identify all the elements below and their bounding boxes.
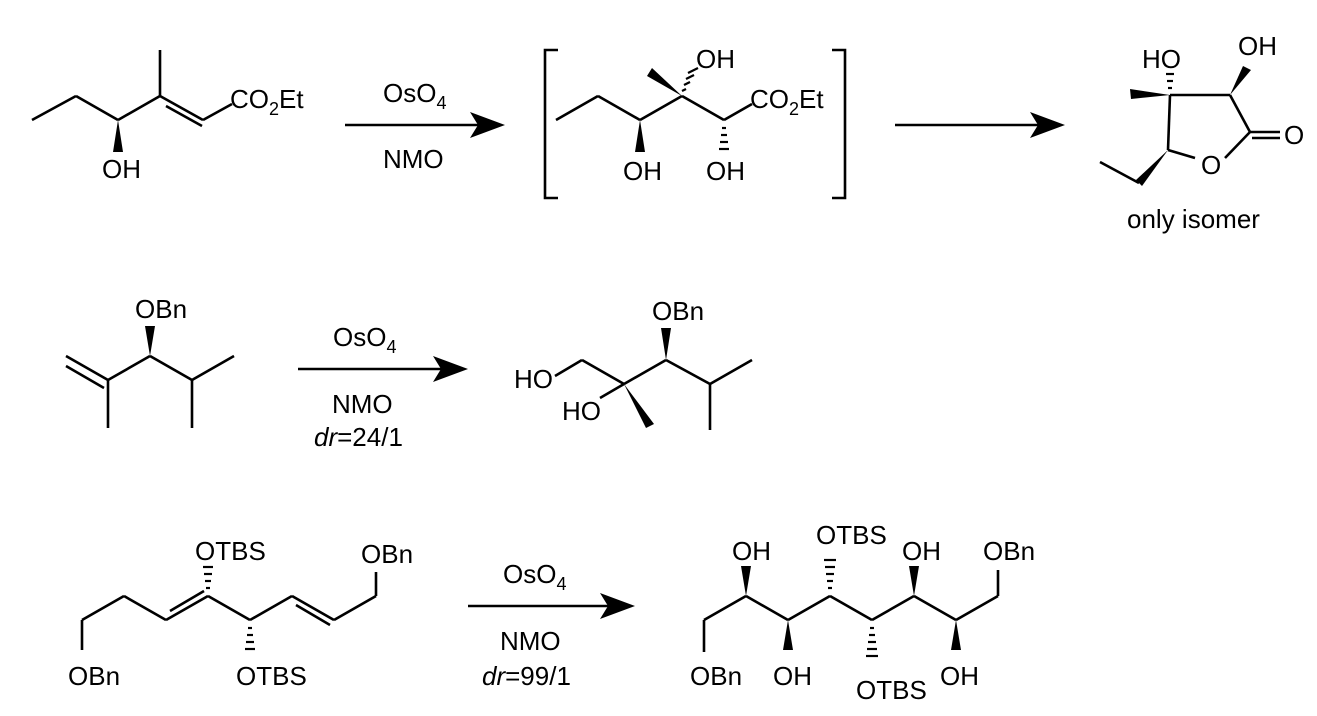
row3-arrow-reagent-bottom: NMO — [500, 626, 561, 656]
row1-arrow1-reagent-top: OsO4 — [383, 78, 446, 113]
row2-reactant-obn-label: OBn — [135, 294, 187, 324]
row1-intermediate-oh-left-label: OH — [623, 156, 662, 186]
row2-product-ho-top-label: HO — [514, 364, 553, 394]
row3-reactant-obn-left-label: OBn — [68, 661, 120, 691]
row2-product-molecule: OBn HO HO — [514, 296, 753, 430]
row3-product-otbs-bottom-label: OTBS — [856, 675, 927, 705]
row3-product-otbs-top-label: OTBS — [816, 520, 887, 550]
row1-intermediate-hash-oh — [681, 67, 699, 92]
row1-reactant-molecule: CO2Et OH — [31, 50, 304, 184]
row3-product-hash-bottom — [866, 626, 878, 658]
row2-product-obn-label: OBn — [652, 296, 704, 326]
row2-reactant-molecule: OBn — [65, 294, 235, 428]
row3-product-molecule: OH OTBS OH OBn OBn OH OTBS OH — [690, 520, 1035, 705]
row1-reactant-hydroxyl-label: OH — [102, 154, 141, 184]
row2-arrow: OsO4 NMO dr=24/1 — [298, 322, 468, 452]
row1-intermediate-molecule: OH CO2Et OH OH — [543, 44, 847, 200]
row1-intermediate-ester-label: CO2Et — [750, 84, 824, 119]
row3-product-oh1-label: OH — [732, 536, 771, 566]
row3-reactant-hash-top — [203, 565, 213, 590]
row1-product-ho-label: HO — [1142, 44, 1181, 74]
row3-product-oh4-label: OH — [940, 661, 979, 691]
row1-reactant-ester-label: CO2Et — [230, 84, 304, 119]
row3-product-oh3-label: OH — [773, 661, 812, 691]
row3-reactant-molecule: OTBS OBn OBn OTBS — [68, 536, 413, 691]
row1-product-caption: only isomer — [1127, 204, 1260, 234]
row3-arrow-reagent-top: OsO4 — [503, 559, 566, 594]
row2-arrow-reagent-bottom: NMO — [332, 389, 393, 419]
row3-reactant-hash-bottom — [245, 626, 255, 651]
row1-product-oh-label: OH — [1238, 31, 1277, 61]
row3-reactant-otbs-top-label: OTBS — [195, 536, 266, 566]
row3-product-hash-top — [824, 558, 836, 590]
row3-arrow: OsO4 NMO dr=99/1 — [468, 559, 635, 691]
row2-arrow-dr: dr=24/1 — [314, 422, 403, 452]
row3-product-obn-right-label: OBn — [983, 536, 1035, 566]
row3-reactant-obn-right-label: OBn — [361, 539, 413, 569]
row3-arrow-dr: dr=99/1 — [482, 661, 571, 691]
row1-arrow1: OsO4 NMO — [345, 78, 505, 174]
row3-product-obn-left-label: OBn — [690, 661, 742, 691]
row2-product-ho-bottom-label: HO — [562, 396, 601, 426]
row1-arrow1-reagent-bottom: NMO — [383, 144, 444, 174]
row3-reactant-otbs-bottom-label: OTBS — [236, 661, 307, 691]
row1-product-ring-o-label: O — [1201, 150, 1221, 180]
row1-intermediate-oh-right-label: OH — [706, 156, 745, 186]
row3-product-oh2-label: OH — [902, 536, 941, 566]
row1-product-molecule: HO OH O O only isomer — [1099, 31, 1304, 234]
row1-intermediate-hash-oh2 — [719, 126, 729, 151]
row1-arrow2 — [895, 112, 1065, 138]
row2-arrow-reagent-top: OsO4 — [333, 322, 396, 357]
row1-intermediate-oh-top-label: OH — [696, 44, 735, 74]
row1-product-hash-ho — [1166, 72, 1174, 90]
row1-product-carbonyl-o-label: O — [1284, 120, 1304, 150]
